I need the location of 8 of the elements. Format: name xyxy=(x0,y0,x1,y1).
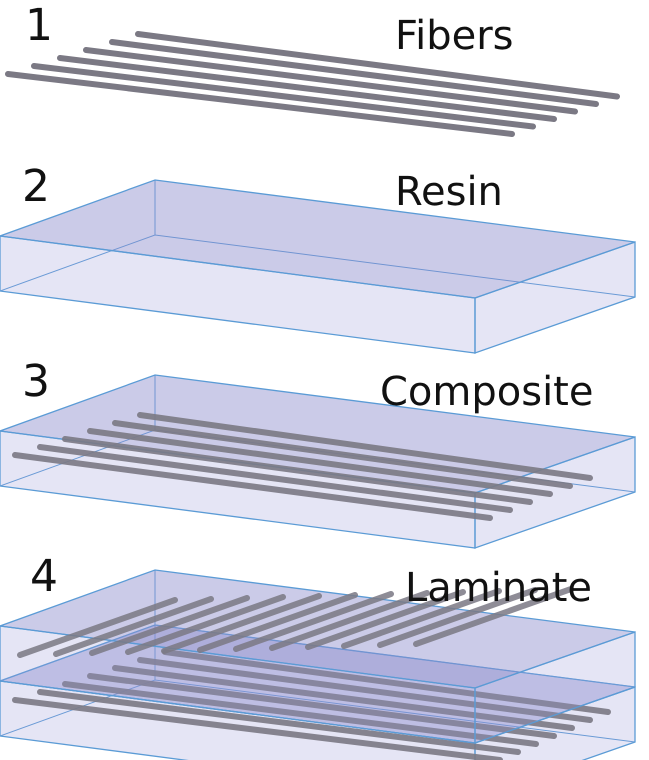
step-number: 3 xyxy=(22,360,50,404)
step-number: 2 xyxy=(22,165,50,209)
step-number: 1 xyxy=(25,4,53,48)
layer-title: Laminate xyxy=(405,568,592,608)
step-number: 4 xyxy=(30,555,58,599)
layer-title: Composite xyxy=(380,372,594,412)
layer-title: Resin xyxy=(395,172,503,212)
layer-title: Fibers xyxy=(395,16,514,56)
